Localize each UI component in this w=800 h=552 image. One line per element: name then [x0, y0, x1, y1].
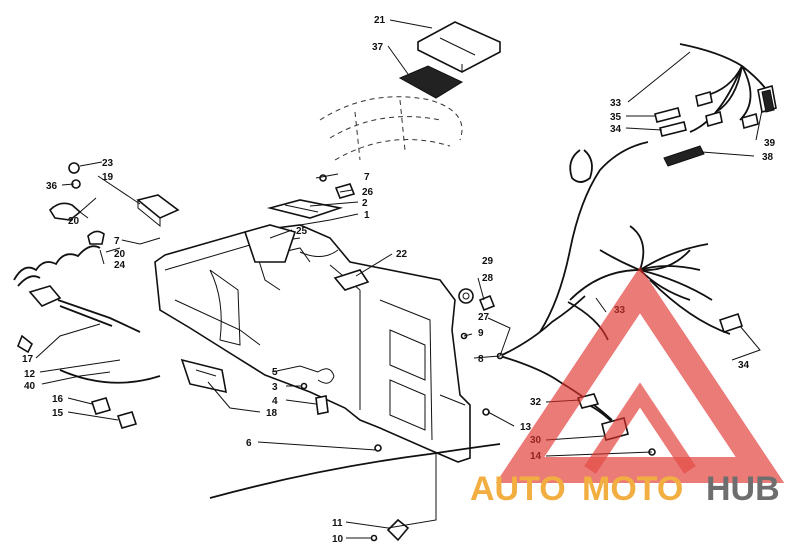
part-18-tail-light	[180, 358, 228, 394]
part-39-connector	[761, 89, 775, 113]
part-20-switch-upper	[48, 197, 97, 221]
watermark-triangle-mark	[495, 266, 785, 483]
part-17-cable-assembly	[28, 285, 141, 333]
part-28-clip	[478, 294, 496, 312]
part-19-gauge-box	[136, 194, 180, 228]
callout-10: 10	[332, 534, 344, 545]
callout-37: 37	[372, 42, 384, 53]
part-15-plug	[116, 411, 138, 429]
part-22-latch	[333, 269, 370, 291]
callout-32: 32	[530, 397, 542, 408]
callout-25: 25	[296, 226, 308, 237]
callout-20-lower: 20	[114, 249, 126, 260]
callout-22: 22	[396, 249, 408, 260]
callout-29: 29	[482, 256, 494, 267]
watermark-logo: AUTO MOTO HUB	[470, 266, 785, 508]
part-4-bracket	[315, 395, 329, 415]
part-11-lever-clip	[386, 518, 410, 542]
part-6-ground-cable	[209, 443, 501, 499]
callout-28: 28	[482, 273, 494, 284]
callout-9: 9	[478, 328, 484, 339]
part-38-connector	[663, 145, 705, 167]
callout-36: 36	[46, 181, 58, 192]
part-40-wire	[59, 369, 161, 384]
watermark-word-moto: MOTO	[582, 470, 683, 508]
part-20-switch-lower	[87, 230, 105, 245]
callout-7-top: 7	[364, 172, 370, 183]
part-34-connector-lower	[718, 312, 744, 334]
callout-labels: 21 37 33 35 34 39 38 23 36 19 7 26 2 1 2…	[22, 15, 776, 545]
part-35-connector	[654, 107, 681, 123]
callout-24: 24	[114, 260, 126, 271]
callout-34-lower: 34	[738, 360, 750, 371]
part-24-harness-coil	[13, 245, 101, 287]
callout-3: 3	[272, 382, 278, 393]
callout-40: 40	[24, 381, 36, 392]
callout-17: 17	[22, 354, 34, 365]
part-29-grommet	[458, 288, 474, 304]
callout-26: 26	[362, 187, 374, 198]
callout-35: 35	[610, 112, 622, 123]
part-1-main-body	[154, 224, 471, 463]
callout-5: 5	[272, 367, 278, 378]
part-12-lever	[17, 334, 34, 354]
callout-27: 27	[478, 312, 490, 323]
part-16-connector	[90, 397, 112, 415]
watermark-word-hub: HUB	[706, 470, 780, 508]
callout-8: 8	[478, 354, 484, 365]
part-2-bracket	[266, 199, 344, 219]
callout-4: 4	[272, 396, 278, 407]
callout-34: 34	[610, 124, 622, 135]
callout-13: 13	[520, 422, 532, 433]
callout-2: 2	[362, 198, 368, 209]
part-25-dash-panel	[243, 224, 297, 263]
leader-lines	[35, 19, 763, 539]
callout-12: 12	[24, 369, 36, 380]
callout-39: 39	[764, 138, 776, 149]
callout-19: 19	[102, 172, 114, 183]
seat-outline-dashed	[319, 96, 463, 161]
part-10-screw	[370, 534, 378, 542]
callout-1: 1	[364, 210, 370, 221]
part-37-mesh-pad	[398, 65, 464, 99]
callout-18: 18	[266, 408, 278, 419]
part-3-washer	[300, 382, 308, 390]
callout-7-left: 7	[114, 236, 120, 247]
part-21-cover-plate	[417, 21, 501, 73]
callout-21: 21	[374, 15, 386, 26]
callout-20-upper: 20	[68, 216, 80, 227]
callout-33: 33	[610, 98, 622, 109]
callout-6: 6	[246, 438, 252, 449]
part-5-spring-clip	[317, 368, 335, 384]
part-34-connector-upper	[659, 121, 687, 137]
callout-11: 11	[332, 518, 343, 529]
callout-38: 38	[762, 152, 774, 163]
callout-16: 16	[52, 394, 64, 405]
callout-15: 15	[52, 408, 64, 419]
part-23-bulb	[68, 162, 80, 174]
callout-23: 23	[102, 158, 114, 169]
watermark-word-auto: AUTO	[470, 470, 566, 508]
part-33-upper-harness	[679, 43, 777, 133]
headlight-lead	[569, 149, 593, 183]
